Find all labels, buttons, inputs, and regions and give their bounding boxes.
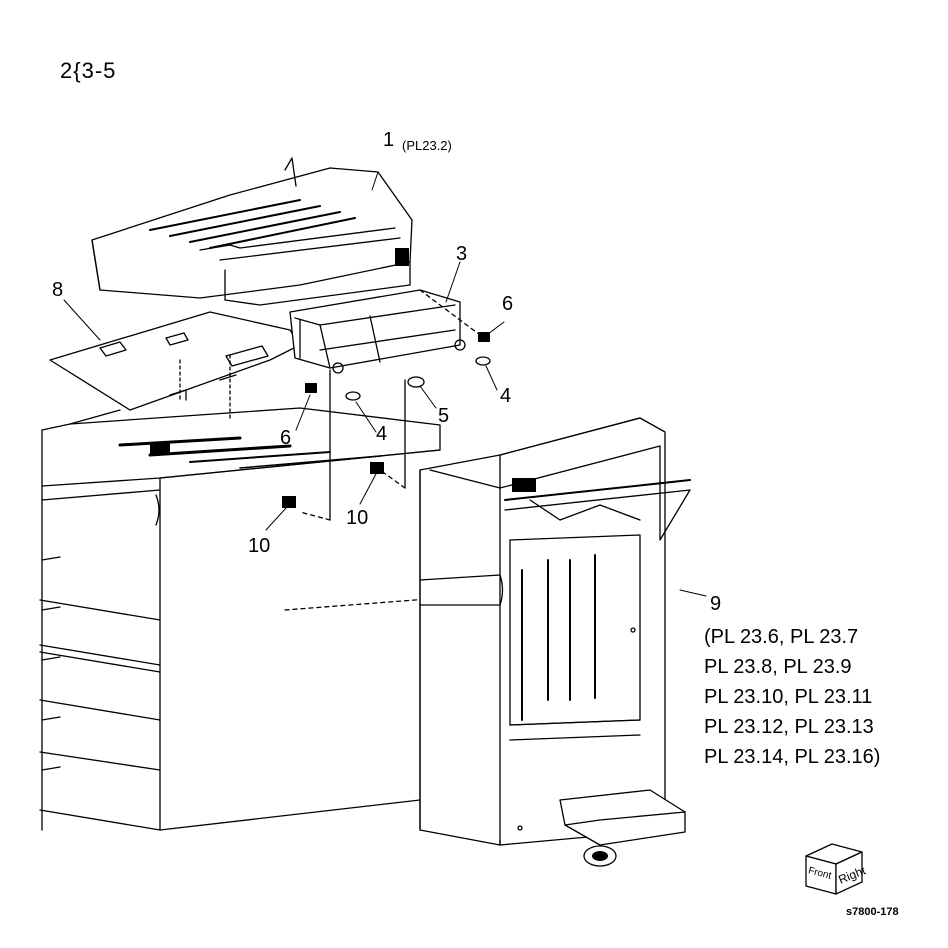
callout-9: 9 — [710, 593, 722, 615]
callout-4-left: 4 — [376, 423, 388, 445]
fasteners — [282, 332, 491, 508]
printer-body — [39, 407, 441, 831]
callout-6-left: 6 — [280, 427, 292, 449]
finisher-9 — [419, 417, 691, 867]
guide-plate-8 — [49, 311, 301, 421]
reference-line: PL 23.10, PL 23.11 — [704, 686, 873, 708]
callout-5: 5 — [438, 405, 450, 427]
top-cover-1 — [91, 157, 413, 306]
drawing-code: s7800-178 — [846, 906, 899, 918]
callout-4-right: 4 — [500, 385, 512, 407]
reference-line: PL 23.8, PL 23.9 — [704, 656, 852, 678]
callout-9-reference-list: (PL 23.6, PL 23.7 PL 23.8, PL 23.9 PL 23… — [704, 622, 880, 772]
reference-line: PL 23.14, PL 23.16) — [704, 746, 881, 768]
callout-8: 8 — [52, 279, 64, 301]
reference-line: (PL 23.6, PL 23.7 — [704, 626, 859, 648]
orientation-cube-icon: Front Right — [802, 838, 868, 898]
callout-6-right: 6 — [502, 293, 514, 315]
bracket-3 — [289, 289, 466, 374]
callout-3: 3 — [456, 243, 468, 265]
reference-line: PL 23.12, PL 23.13 — [704, 716, 874, 738]
callout-10-left: 10 — [248, 535, 271, 557]
callout-leaders — [63, 171, 707, 597]
header-note: 2{3-5 — [60, 58, 117, 83]
callout-1-reference: (PL23.2) — [402, 138, 452, 153]
callout-10-right: 10 — [346, 507, 369, 529]
callout-1: 1 — [383, 129, 395, 151]
